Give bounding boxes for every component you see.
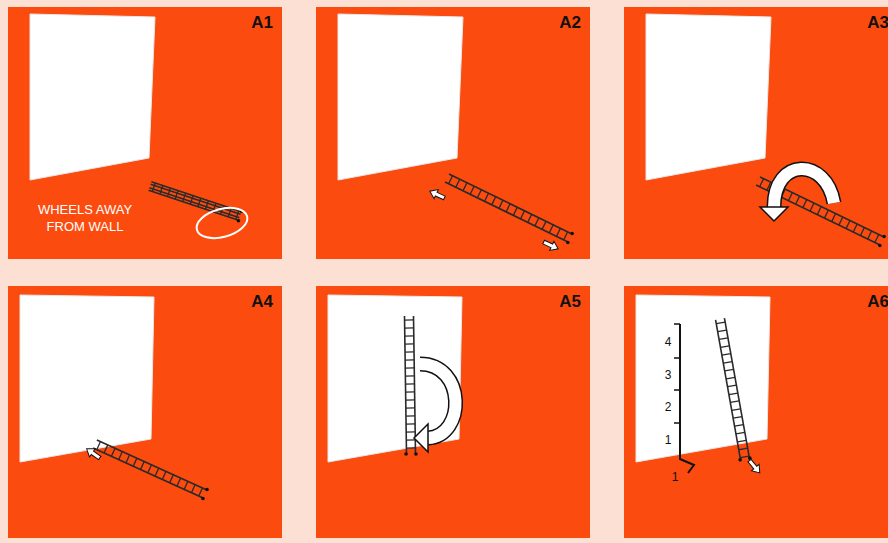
step-panel: A1WHEELS AWAY FROM WALL: [8, 7, 282, 259]
ladder: [93, 440, 209, 500]
scale-number: 1: [672, 471, 679, 483]
rotation-arrow: [414, 364, 456, 452]
step-panel: A5: [316, 286, 590, 538]
step-label: A5: [316, 286, 590, 312]
ladder: [404, 316, 417, 456]
scale-number: 2: [665, 401, 672, 413]
wall: [636, 295, 770, 462]
wheel-highlight: [193, 203, 250, 244]
step-label: A4: [8, 286, 282, 312]
direction-arrow: [542, 238, 561, 254]
step-label: A3: [624, 7, 888, 33]
direction-arrow: [428, 187, 447, 203]
step-panel: A4: [8, 286, 282, 538]
step-illustration: [624, 286, 888, 538]
step-panel: A2: [316, 7, 590, 259]
ladder: [149, 182, 244, 223]
ladder: [716, 318, 752, 461]
step-label: A2: [316, 7, 590, 33]
step-illustration: [316, 7, 590, 259]
wall: [646, 14, 771, 180]
height-scale: [674, 324, 694, 473]
wall: [20, 295, 154, 462]
step-label: A1: [8, 7, 282, 33]
step-illustration: [8, 286, 282, 538]
direction-arrow: [84, 445, 103, 462]
direction-arrow: [746, 457, 764, 476]
step-illustration: [316, 286, 590, 538]
wall: [30, 14, 155, 180]
wall: [328, 295, 462, 462]
scale-number: 3: [665, 369, 672, 381]
scale-number: 1: [665, 434, 672, 446]
rotation-arrow: [760, 169, 834, 221]
scale-number: 4: [665, 336, 672, 348]
ladder: [445, 174, 574, 244]
step-label: A6: [624, 286, 888, 312]
step-illustration: [624, 7, 888, 259]
step-panel: A6: [624, 286, 888, 538]
instruction-note: WHEELS AWAY FROM WALL: [20, 201, 150, 235]
wall: [338, 14, 463, 180]
step-panel: A3: [624, 7, 888, 259]
